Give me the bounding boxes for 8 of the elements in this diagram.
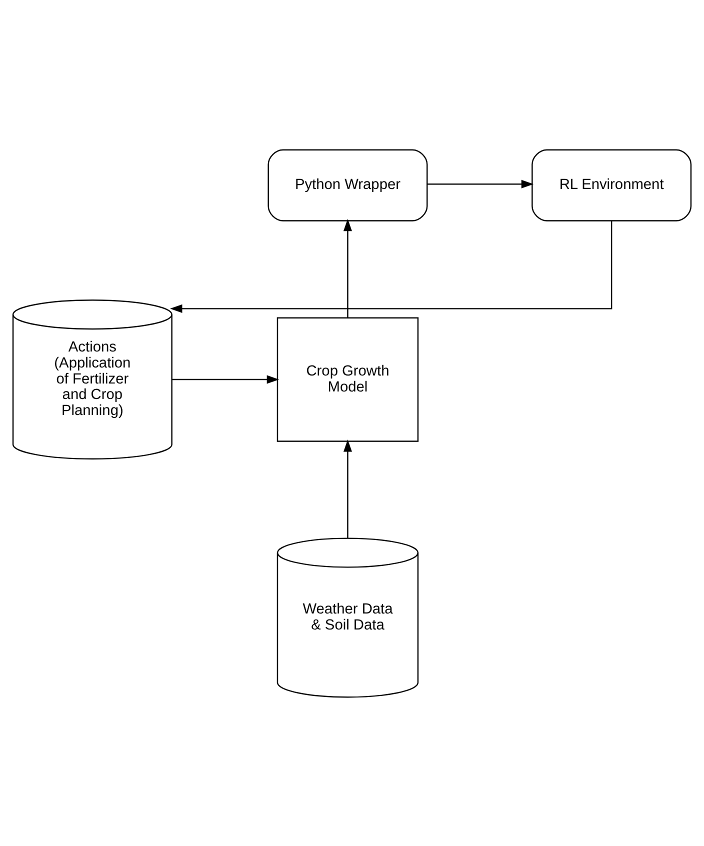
arrow <box>172 374 280 384</box>
arrow <box>427 179 534 188</box>
node-box: RL Environment <box>532 148 692 221</box>
arrow <box>170 220 612 312</box>
node-box: Crop Growth Model <box>276 316 419 442</box>
arrow <box>343 439 352 538</box>
node-box: Python Wrapper <box>268 148 428 221</box>
arrow <box>343 218 352 318</box>
